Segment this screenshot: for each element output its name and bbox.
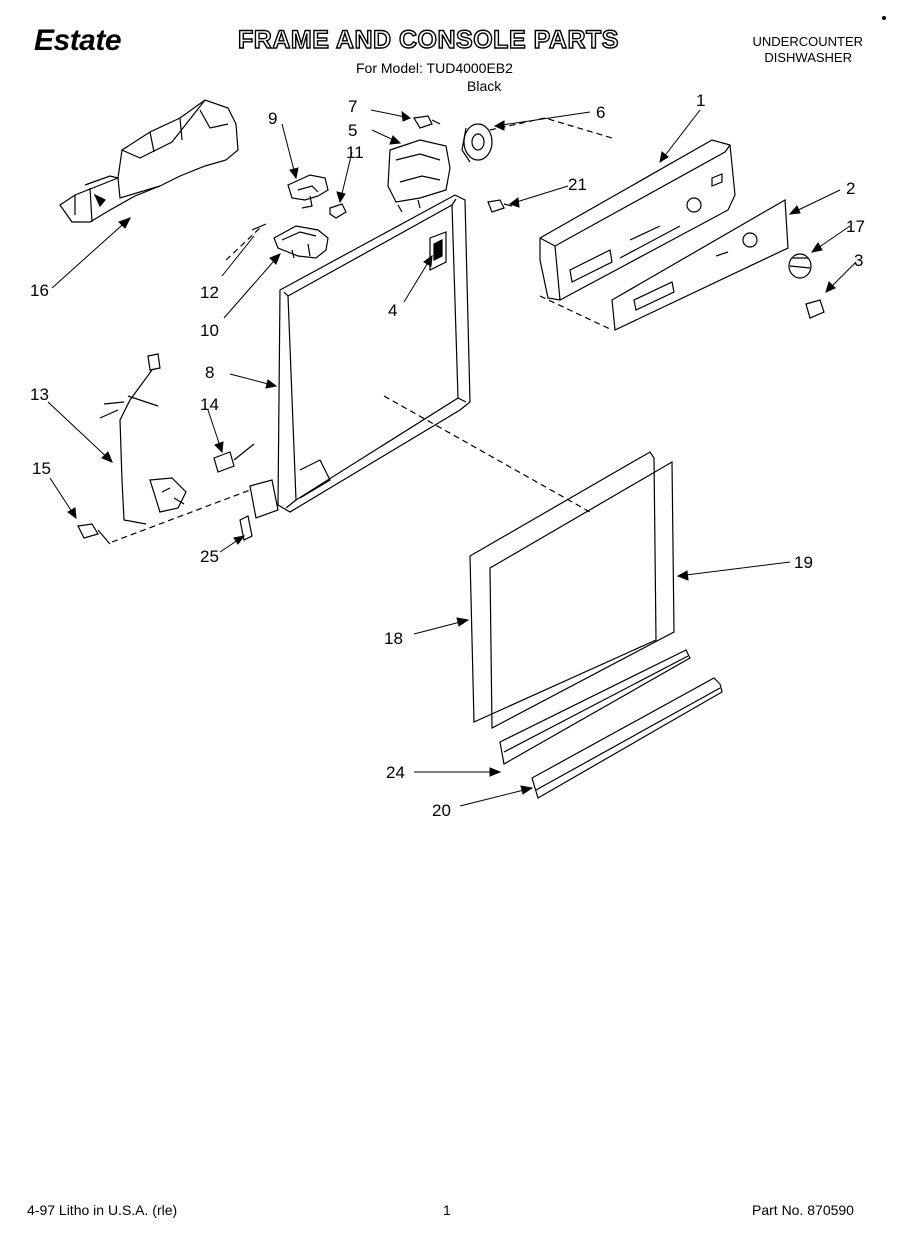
callout-12: 12 <box>200 283 219 302</box>
part-25-drawing <box>239 515 253 541</box>
part-2-drawing <box>611 198 789 331</box>
part-9-drawing <box>287 174 329 209</box>
part-3-drawing <box>805 299 825 319</box>
brand-logo: Estate <box>34 24 122 57</box>
callout-16: 16 <box>30 281 49 300</box>
category-line-2: DISHWASHER <box>764 50 852 65</box>
callout-14: 14 <box>200 395 219 414</box>
part-15-drawing <box>77 523 111 545</box>
callout-18: 18 <box>384 629 403 648</box>
part-4-drawing <box>433 239 443 261</box>
callout-8: 8 <box>205 363 214 382</box>
part-number: Part No. 870590 <box>752 1202 854 1218</box>
part-7-drawing <box>413 115 441 129</box>
callout-11: 11 <box>346 143 364 162</box>
model-line: For Model: TUD4000EB2 <box>356 60 513 76</box>
part-21-drawing <box>487 199 513 213</box>
callout-15: 15 <box>32 459 51 478</box>
callout-7: 7 <box>348 97 357 116</box>
callout-6: 6 <box>596 103 605 122</box>
part-17-drawing <box>788 253 812 279</box>
category-line-1: UNDERCOUNTER <box>752 34 864 49</box>
callout-25: 25 <box>200 547 219 566</box>
part-5-drawing <box>387 139 451 213</box>
part-16-drawing <box>59 99 239 223</box>
leader-lines <box>47 109 857 807</box>
callout-5: 5 <box>348 121 357 140</box>
callout-10: 10 <box>200 321 219 340</box>
callout-1: 1 <box>696 91 705 110</box>
callout-17: 17 <box>846 217 865 236</box>
callout-3: 3 <box>854 251 863 270</box>
callout-13: 13 <box>30 385 49 404</box>
part-10-drawing <box>273 225 329 259</box>
print-info: 4-97 Litho in U.S.A. (rle) <box>27 1202 178 1218</box>
callout-20: 20 <box>432 801 451 820</box>
alignment-lines <box>111 117 613 543</box>
part-14-drawing <box>213 443 255 473</box>
part-8-drawing <box>277 194 471 513</box>
part-18-drawing <box>469 451 657 723</box>
part-1-drawing <box>539 139 736 301</box>
callout-2: 2 <box>846 179 855 198</box>
callout-19: 19 <box>794 553 813 572</box>
callout-9: 9 <box>268 109 277 128</box>
page-number: 1 <box>443 1202 451 1218</box>
part-13-drawing <box>99 353 187 525</box>
part-20-drawing <box>531 677 723 799</box>
part-11-drawing <box>329 203 347 219</box>
page-title: FRAME AND CONSOLE PARTS <box>237 25 619 54</box>
callout-21: 21 <box>568 175 587 194</box>
part-6-drawing <box>461 123 493 163</box>
callout-labels: 7 5 6 1 2 21 17 3 9 11 12 10 4 8 16 13 1… <box>30 91 865 820</box>
part-19-drawing <box>489 460 675 729</box>
part-12-drawing <box>251 223 267 231</box>
part-24-drawing <box>499 649 691 765</box>
callout-4: 4 <box>388 301 397 320</box>
callout-24: 24 <box>386 763 405 782</box>
registration-dot <box>882 16 886 20</box>
bracket-drawing <box>249 479 279 519</box>
color-line: Black <box>467 78 502 94</box>
